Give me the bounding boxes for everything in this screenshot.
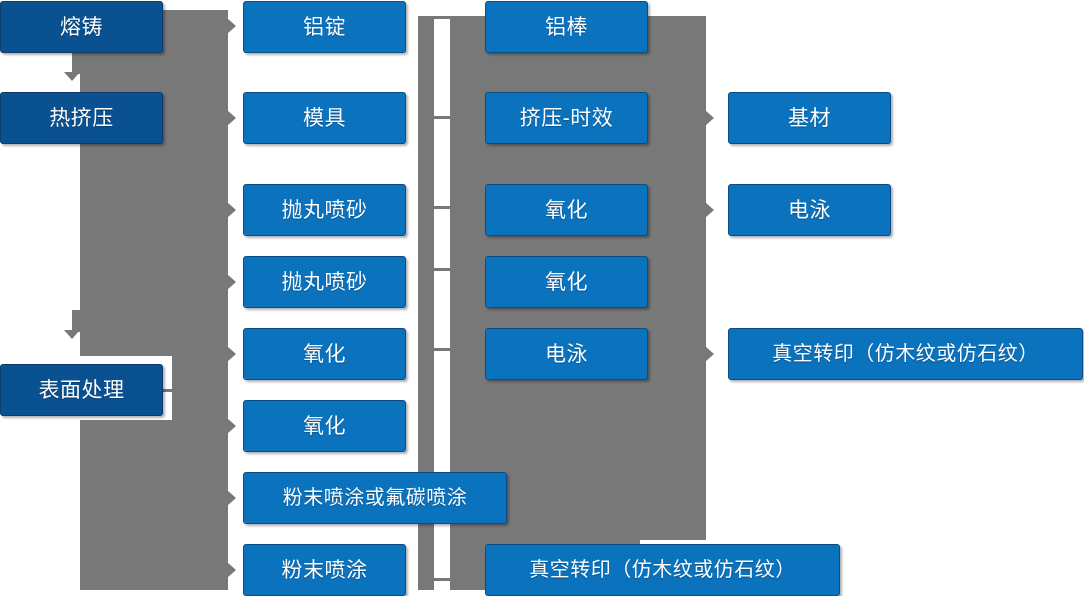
connector-stub-rail-5: [434, 348, 460, 351]
process-label-shot-blast-2: 抛丸喷砂: [281, 270, 368, 294]
connector-stub-rail-3: [434, 206, 460, 209]
operation-label-oxidation-2: 氧化: [545, 270, 588, 294]
operation-box-extrusion-aging[interactable]: 挤压-时效: [485, 92, 648, 144]
operation-box-oxidation-1[interactable]: 氧化: [485, 184, 648, 236]
connector-down-spine-2: [72, 310, 88, 332]
arrow-to-shot-blast-1: [227, 202, 236, 218]
process-label-powder-coating: 粉末喷涂: [281, 558, 368, 582]
stage-box-surface-treatment[interactable]: 表面处理: [0, 364, 163, 416]
connector-stub-rail-4: [434, 268, 460, 271]
arrow-to-vacuum-transfer: [705, 346, 714, 362]
process-label-shot-blast-1: 抛丸喷砂: [281, 198, 368, 222]
arrow-to-aluminum-ingot: [227, 18, 236, 34]
process-box-oxidation-2[interactable]: 氧化: [243, 400, 406, 452]
operation-label-extrusion-aging: 挤压-时效: [519, 106, 614, 130]
process-box-powder-coating[interactable]: 粉末喷涂: [243, 544, 406, 596]
process-box-mold[interactable]: 模具: [243, 92, 406, 144]
process-label-oxidation-1: 氧化: [303, 342, 346, 366]
process-label-powder-or-fluorocarbon: 粉末喷涂或氟碳喷涂: [282, 487, 468, 509]
connector-stub-rail-2: [434, 116, 460, 119]
arrow-to-mold: [227, 110, 236, 126]
connector-stub-rail-1: [434, 16, 460, 19]
connector-stub-rail-6: [434, 578, 460, 581]
operation-box-vacuum-transfer[interactable]: 真空转印（仿木纹或仿石纹）: [485, 544, 840, 596]
arrow-down-to-surface-treatment: [64, 330, 80, 339]
stage-box-hot-extrusion[interactable]: 热挤压: [0, 92, 163, 144]
output-box-vacuum-transfer[interactable]: 真空转印（仿木纹或仿石纹）: [728, 328, 1083, 380]
process-box-powder-or-fluorocarbon[interactable]: 粉末喷涂或氟碳喷涂: [243, 472, 507, 524]
operation-label-electrophoresis: 电泳: [545, 342, 588, 366]
stage-label-surface-treatment: 表面处理: [38, 378, 125, 402]
output-box-electrophoresis[interactable]: 电泳: [728, 184, 891, 236]
output-label-vacuum-transfer: 真空转印（仿木纹或仿石纹）: [772, 343, 1039, 365]
stage-label-hot-extrusion: 热挤压: [49, 106, 114, 130]
operation-label-vacuum-transfer: 真空转印（仿木纹或仿石纹）: [529, 559, 796, 581]
process-box-shot-blast-1[interactable]: 抛丸喷砂: [243, 184, 406, 236]
process-label-aluminum-ingot: 铝锭: [303, 15, 346, 39]
connector-down-spine-1: [72, 52, 88, 74]
operation-box-electrophoresis[interactable]: 电泳: [485, 328, 648, 380]
arrow-down-to-hot-extrusion: [64, 72, 80, 81]
process-box-aluminum-ingot[interactable]: 铝锭: [243, 1, 406, 53]
output-label-electrophoresis: 电泳: [788, 198, 831, 222]
arrow-to-shot-blast-2: [227, 274, 236, 290]
process-box-shot-blast-2[interactable]: 抛丸喷砂: [243, 256, 406, 308]
arrow-to-oxidation-1: [227, 346, 236, 362]
connector-middle-rail: [418, 16, 434, 590]
output-label-base-material: 基材: [788, 106, 831, 130]
arrow-to-base-material: [705, 110, 714, 126]
arrow-to-electrophoresis: [705, 202, 714, 218]
operation-label-oxidation-1: 氧化: [545, 198, 588, 222]
operation-box-oxidation-2[interactable]: 氧化: [485, 256, 648, 308]
arrow-to-powder-coating: [227, 562, 236, 578]
process-label-oxidation-2: 氧化: [303, 414, 346, 438]
connector-stub-surface-treatment: [163, 389, 183, 392]
stage-label-melt-cast: 熔铸: [60, 15, 103, 39]
operation-label-aluminum-bar: 铝棒: [545, 15, 588, 39]
arrow-to-powder-fluoro: [227, 490, 236, 506]
stage-box-melt-cast[interactable]: 熔铸: [0, 1, 163, 53]
output-box-base-material[interactable]: 基材: [728, 92, 891, 144]
operation-box-aluminum-bar[interactable]: 铝棒: [485, 1, 648, 53]
process-box-oxidation-1[interactable]: 氧化: [243, 328, 406, 380]
arrow-to-oxidation-2: [227, 418, 236, 434]
process-label-mold: 模具: [303, 106, 346, 130]
